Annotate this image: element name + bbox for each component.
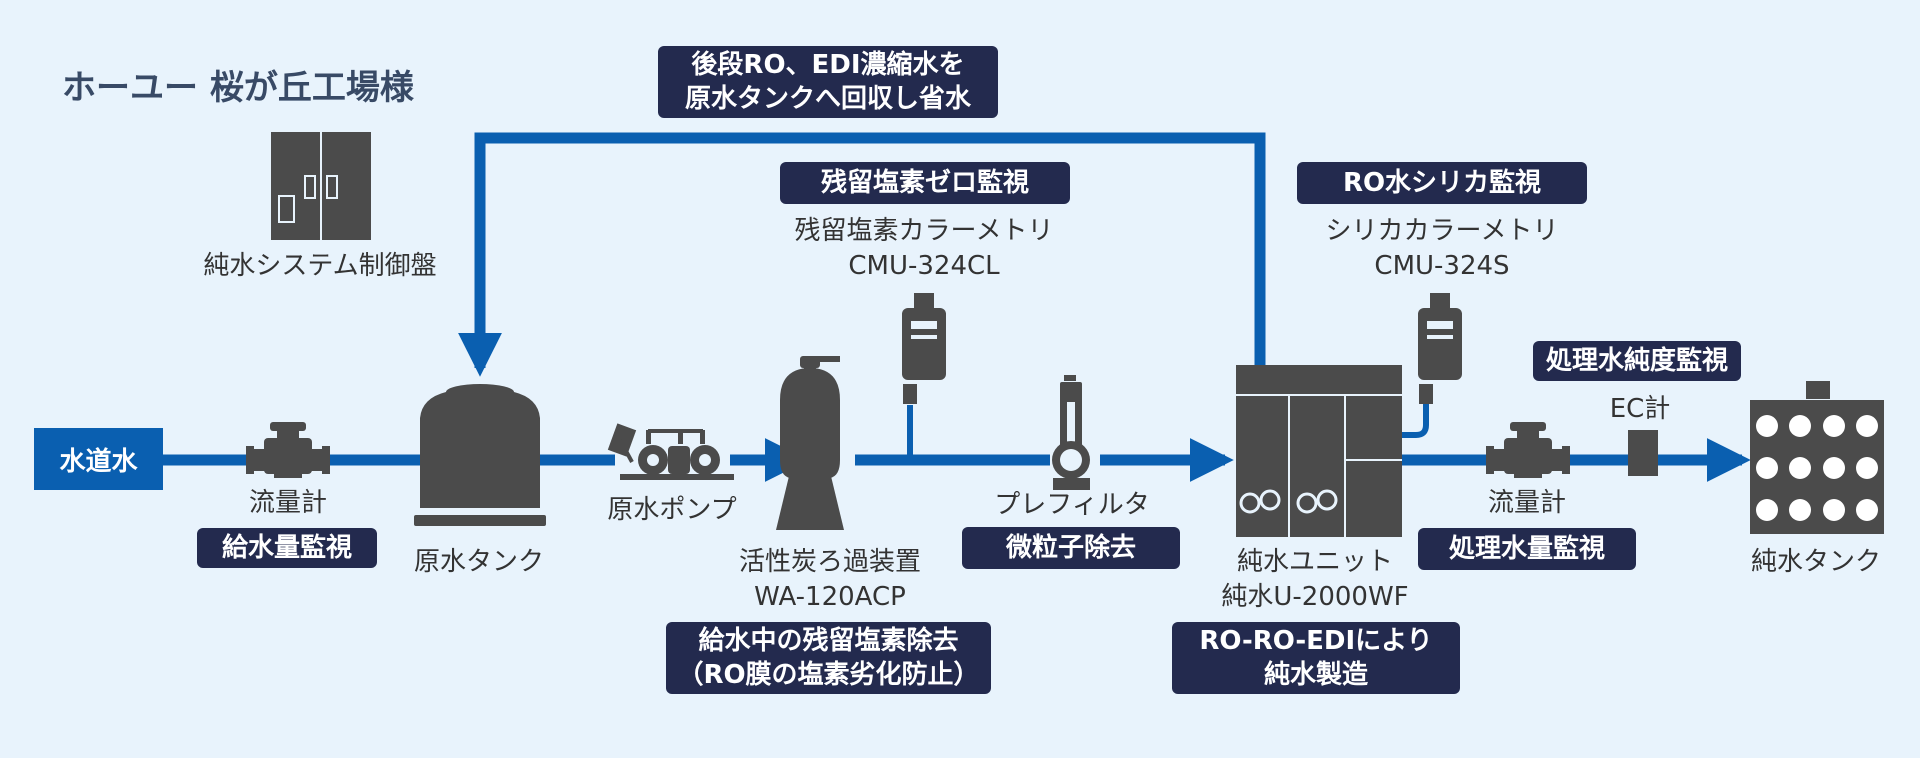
page-title: ホーユー 桜が丘工場様 [62,68,414,108]
pure-unit-model: 純水U-2000WF [1221,582,1409,612]
silica-meter-badge: RO水シリカ監視 [1297,162,1587,204]
flow-meter-1-label: 流量計 [248,488,328,518]
chlorine-meter-model: CMU-324CL [848,251,1000,281]
prefilter-badge: 微粒子除去 [962,527,1180,569]
flow-meter-icon-2 [1486,422,1570,478]
flow-meter-1-badge: 給水量監視 [197,528,377,568]
raw-water-tank-icon [414,384,546,526]
pure-tank-label: 純水タンク [1750,547,1882,577]
silica-meter-label: シリカカラーメトリ [1325,216,1559,246]
ec-meter-icon [1628,430,1658,476]
recycle-badge: 後段RO、EDI濃縮水を原水タンクへ回収し省水 [658,46,998,118]
pure-water-tank-icon [1750,381,1884,534]
flow-meter-2-label: 流量計 [1487,488,1567,518]
flow-meter-2-badge: 処理水量監視 [1418,528,1636,570]
silica-meter-model: CMU-324S [1374,251,1510,281]
prefilter-icon [1052,375,1090,490]
source-label: 水道水 [34,428,163,490]
chlorine-meter-label: 残留塩素カラーメトリ [794,216,1054,246]
pump-label: 原水ポンプ [607,495,737,525]
carbon-filter-label: 活性炭ろ過装置 [738,547,922,577]
raw-tank-label: 原水タンク [413,547,545,577]
carbon-filter-badge: 給水中の残留塩素除去（RO膜の塩素劣化防止） [666,622,991,694]
control-panel-label: 純水システム制御盤 [203,251,437,281]
ec-meter-badge: 処理水純度監視 [1533,341,1741,381]
pure-unit-badge: RO-RO-EDIにより純水製造 [1172,622,1460,694]
prefilter-label: プレフィルタ [994,490,1150,520]
recycle-pipe [458,132,1266,377]
pump-icon [607,423,734,480]
carbon-filter-icon [776,356,844,530]
pure-water-unit-icon [1236,365,1402,537]
control-panel-icon [271,132,371,240]
sensor-taps [907,386,1429,460]
chlorine-meter-badge: 残留塩素ゼロ監視 [780,162,1070,204]
silica-colorimeter-icon [1418,293,1462,404]
flow-meter-icon [246,422,330,478]
carbon-filter-model: WA-120ACP [754,582,906,612]
ec-meter-label: EC計 [1609,394,1671,424]
chlorine-colorimeter-icon [902,293,946,404]
pure-unit-label: 純水ユニット [1236,547,1394,577]
